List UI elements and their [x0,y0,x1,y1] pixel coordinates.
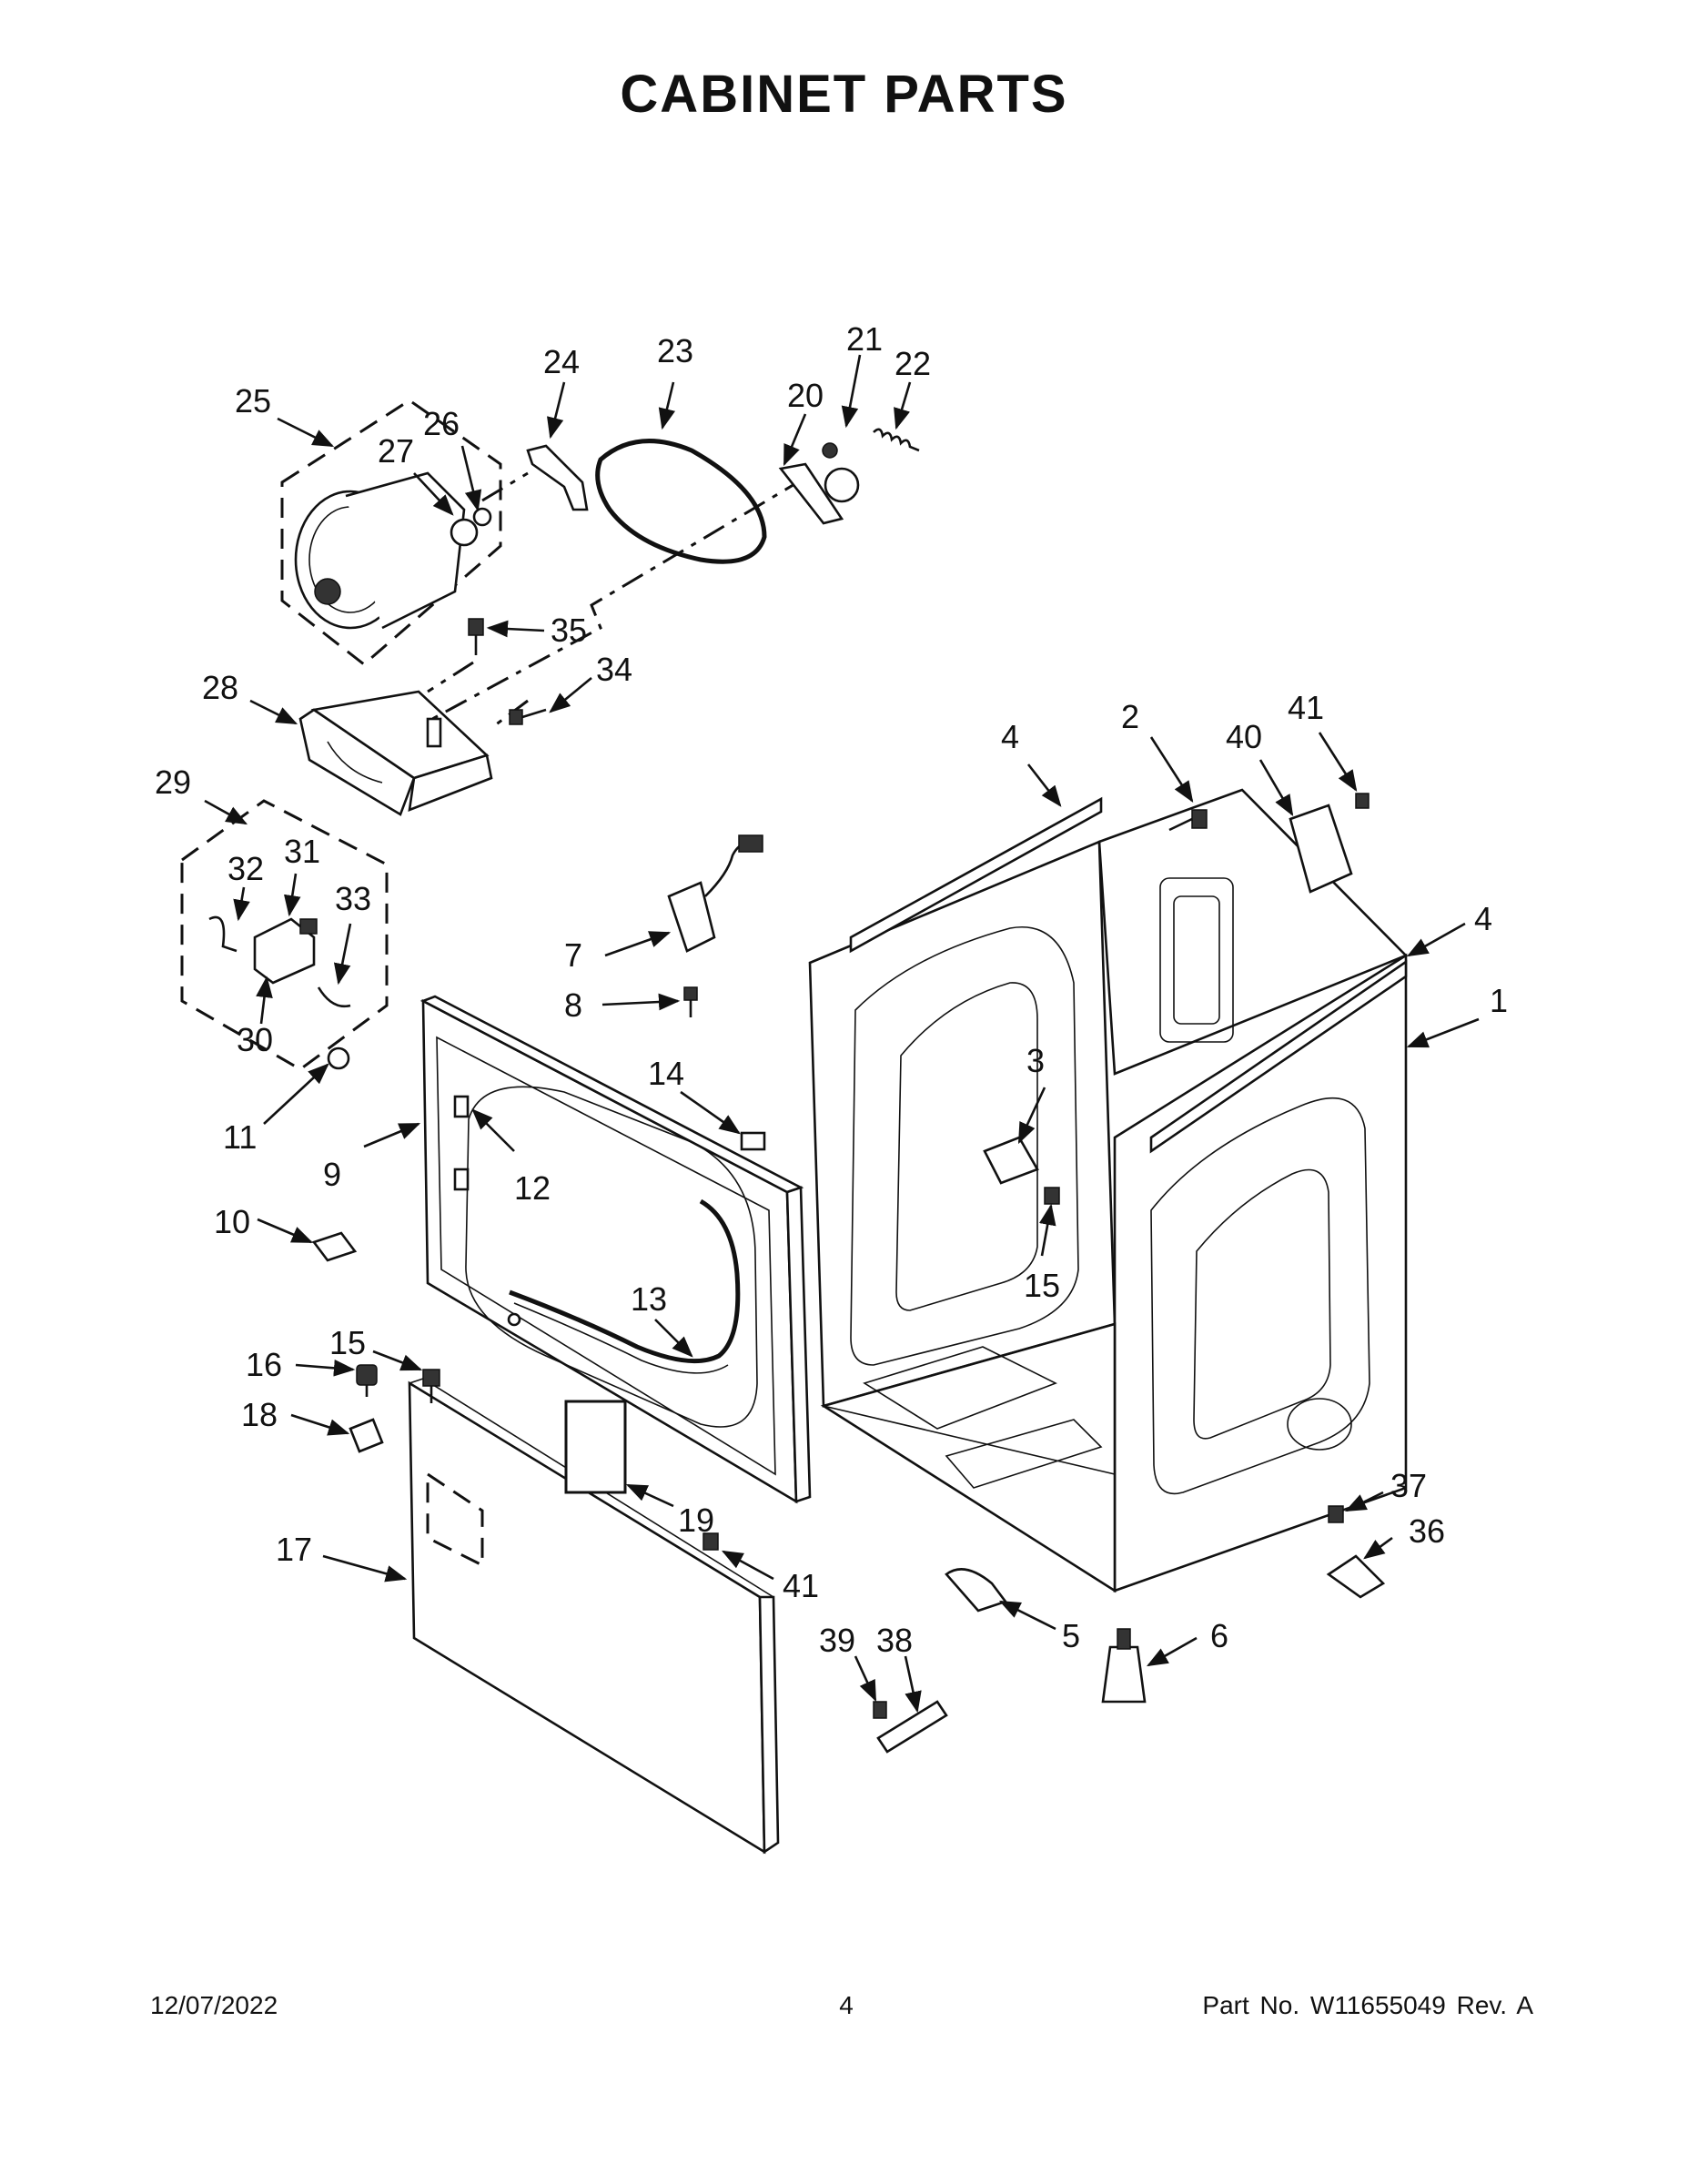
part-41-lower [702,1532,719,1551]
part-15-left [422,1369,440,1403]
part-15-right [1044,1187,1060,1205]
label-square [564,1400,627,1494]
part-14 [740,1131,766,1151]
callout-31: 31 [284,833,320,870]
callout-18: 18 [241,1396,278,1433]
idler-pulley [824,467,860,503]
callout-35: 35 [551,612,587,649]
motor-mount [298,690,493,816]
callout-8: 8 [564,986,582,1024]
callout-27: 27 [378,432,414,470]
callout-23: 23 [657,332,693,369]
part-5-clip [945,1568,1008,1613]
callout-38: 38 [876,1622,913,1659]
part-3-bracket [983,1136,1039,1185]
callout-13: 13 [631,1280,667,1318]
callout-32: 32 [227,850,264,887]
screw-35 [468,618,484,655]
front-panel [419,995,812,1504]
footer-part-number: Part No. W11655049 Rev. A [1202,1991,1533,2019]
callout-12: 12 [514,1169,551,1207]
callout-1: 1 [1490,982,1508,1019]
screw-34 [509,708,547,725]
callout-33: 33 [335,880,371,917]
callout-7: 7 [564,936,582,974]
leader-arrows [204,354,1480,1714]
part-10-clip [311,1231,358,1262]
callout-6: 6 [1210,1617,1228,1654]
callout-37: 37 [1390,1467,1427,1504]
footer-date: 12/07/2022 [150,1991,278,2019]
callout-39: 39 [819,1622,855,1659]
callout-28: 28 [202,669,238,706]
callout-41a: 41 [1288,689,1324,726]
part-2-screw [1168,809,1208,832]
callout-9: 9 [323,1156,341,1193]
callout-4b: 4 [1474,900,1492,937]
toe-panel [408,1378,780,1855]
callout-24: 24 [543,343,580,380]
callout-30: 30 [237,1021,273,1058]
part-36-clip [1326,1554,1386,1599]
callout-29: 29 [155,763,191,801]
part-11 [327,1046,350,1070]
part-41-upper [1355,793,1370,809]
part-40-bracket [1289,804,1353,894]
assembly-line-belt [431,476,806,721]
callout-41b: 41 [783,1567,819,1604]
callout-36: 36 [1409,1512,1445,1550]
callout-25: 25 [235,382,271,420]
callout-15a: 15 [329,1324,366,1361]
callout-17: 17 [276,1531,312,1568]
screw-8 [683,986,698,1017]
idler-spring [873,428,920,452]
callout-5: 5 [1062,1617,1080,1654]
callout-numbers: 1 2 3 4 4 5 6 7 8 9 10 11 12 13 14 15 15… [155,320,1508,1659]
callout-40: 40 [1226,718,1262,755]
part-37-screw [1328,1505,1344,1523]
pulley-bolt [822,442,838,459]
callout-2: 2 [1121,698,1139,735]
part-16 [356,1364,378,1397]
label-dashed-box [426,1471,484,1568]
cabinet [808,788,1409,1593]
callout-11: 11 [223,1118,257,1156]
callout-26: 26 [423,405,460,442]
callout-21: 21 [846,320,883,358]
assembly-line-motor [481,471,529,502]
callout-34: 34 [596,651,632,688]
belt-clip [526,444,589,511]
assembly-line-mount [427,661,474,693]
part-38-bracket [876,1700,948,1754]
part-18-clip [349,1418,384,1453]
callout-20: 20 [787,377,824,414]
part-6-foot [1101,1628,1147,1704]
callout-10: 10 [214,1203,250,1240]
switch-assembly [180,799,389,1071]
callout-19: 19 [678,1502,714,1539]
page-title: CABINET PARTS [620,65,1068,124]
callout-4a: 4 [1001,718,1019,755]
callout-16: 16 [246,1346,282,1383]
callout-22: 22 [895,345,931,382]
door-switch [667,834,763,953]
drive-belt [595,439,767,564]
footer-page-number: 4 [839,1991,854,2019]
part-39-screw [873,1701,887,1719]
callout-3: 3 [1026,1042,1045,1079]
callout-15b: 15 [1024,1267,1060,1304]
callout-14: 14 [648,1055,684,1092]
